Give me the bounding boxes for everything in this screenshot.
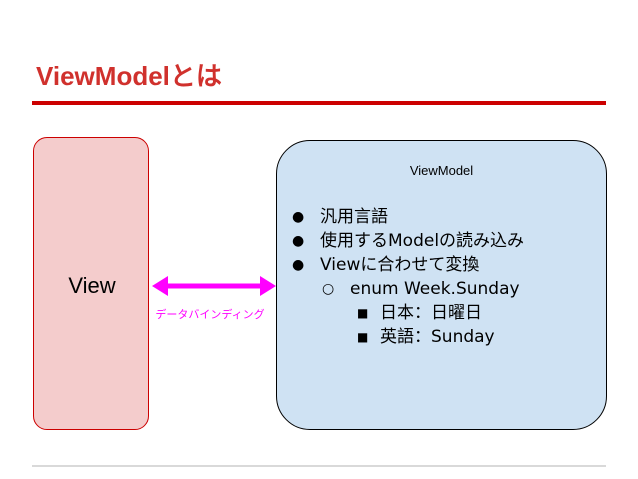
list-item-text: 英語：Sunday xyxy=(380,327,495,347)
view-box: View xyxy=(33,137,149,430)
bullet-icon: ■ xyxy=(357,306,369,320)
viewmodel-box: ViewModel ● 汎用言語 ● 使用するModelの読み込み ● View… xyxy=(276,140,607,430)
list-item-text: 日本：日曜日 xyxy=(380,303,482,323)
list-item-text: enum Week.Sunday xyxy=(350,279,520,299)
list-item: ● Viewに合わせて変換 xyxy=(277,253,524,277)
bullet-icon: ● xyxy=(292,233,305,249)
list-item-text: Viewに合わせて変換 xyxy=(320,255,480,275)
viewmodel-title: ViewModel xyxy=(409,163,474,178)
list-item: ■ 英語：Sunday xyxy=(277,325,524,349)
title-divider xyxy=(32,101,606,105)
list-item: ○ enum Week.Sunday xyxy=(277,277,524,301)
slide-title: ViewModelとは xyxy=(36,61,222,91)
bullet-icon: ■ xyxy=(357,330,369,344)
bullet-icon: ● xyxy=(292,209,305,225)
two-way-arrow-icon xyxy=(152,276,276,296)
data-binding-label: データバインディング xyxy=(155,308,265,321)
list-item-text: 使用するModelの読み込み xyxy=(320,231,525,251)
view-label: View xyxy=(68,273,116,298)
bullet-icon: ○ xyxy=(322,281,335,297)
list-item: ■ 日本：日曜日 xyxy=(277,301,524,325)
list-item-text: 汎用言語 xyxy=(320,207,388,227)
list-item: ● 使用するModelの読み込み xyxy=(277,229,524,253)
bullet-icon: ● xyxy=(292,257,305,273)
list-item: ● 汎用言語 xyxy=(277,205,524,229)
footer-divider xyxy=(32,465,606,467)
viewmodel-list: ● 汎用言語 ● 使用するModelの読み込み ● Viewに合わせて変換 ○ … xyxy=(277,205,524,349)
